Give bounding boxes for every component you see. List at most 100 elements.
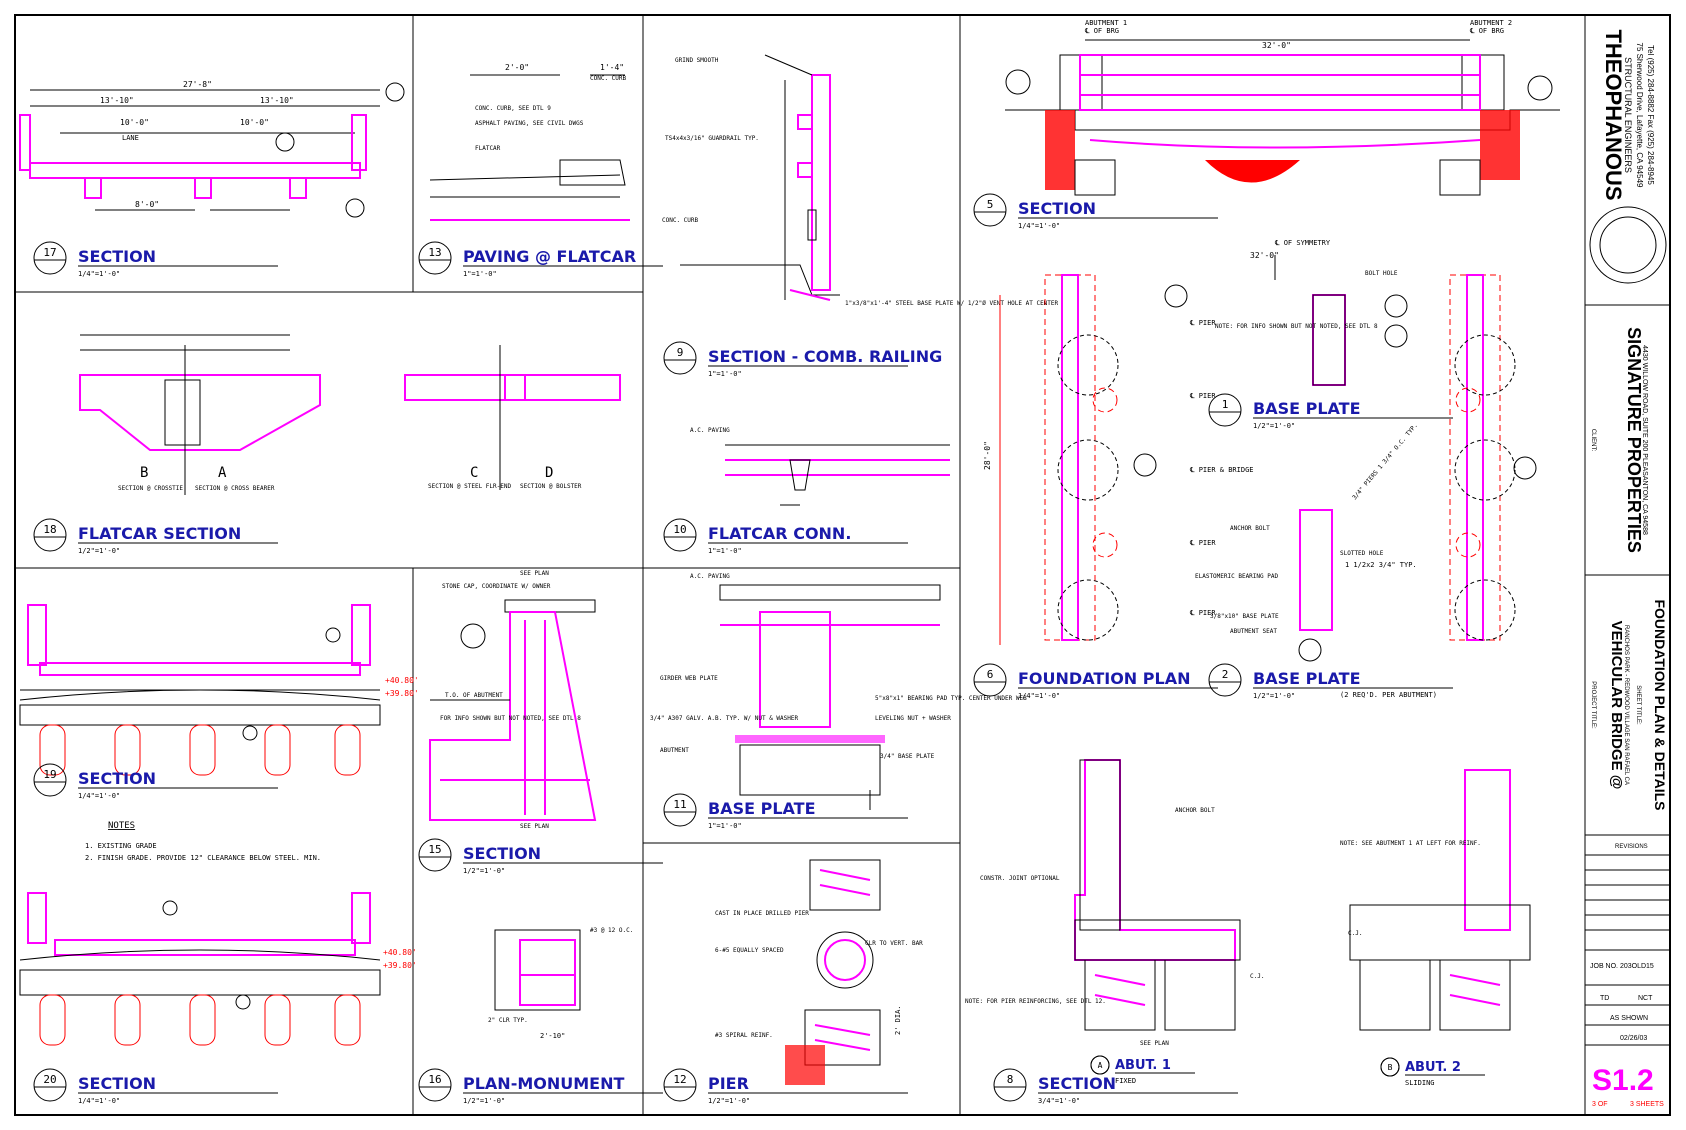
- d17-lane-width-2: 10'-0": [240, 118, 269, 127]
- project-subtitle: RANCHOS PARK - REDWOOD VILLAGE SAN RAFAE…: [1623, 625, 1629, 785]
- d13-note-3: FLATCAR: [475, 145, 501, 152]
- d5-cbrg-1: ℄ OF BRG: [1084, 27, 1119, 35]
- d10-note-ac: A.C. PAVING: [690, 427, 730, 434]
- detail-callout-20: [33, 1068, 67, 1102]
- detail-9-drawing: [680, 54, 840, 301]
- d8b-note: NOTE: SEE ABUTMENT 1 AT LEFT FOR REINF.: [1340, 840, 1481, 847]
- d6-symmetry: ℄ OF SYMMETRY: [1274, 239, 1331, 247]
- detail-callout-19: [33, 763, 67, 797]
- detail-17-drawing: [19, 82, 405, 218]
- detail-scale-15: 1/2"=1'-0": [463, 867, 505, 875]
- detail-number-A: A: [1098, 1061, 1103, 1070]
- detail-19-drawing: [19, 604, 381, 776]
- d2-note: (2 REQ'D. PER ABUTMENT): [1340, 691, 1437, 699]
- detail-number-19: 19: [43, 768, 56, 781]
- d15-info: FOR INFO SHOWN BUT NOT NOTED, SEE DTL 8: [440, 715, 581, 722]
- d2-slotted-hole: SLOTTED HOLE: [1340, 550, 1384, 557]
- detail-callout-8: [993, 1068, 1027, 1102]
- detail-scale-1: 1/2"=1'-0": [1253, 422, 1295, 430]
- d16-clr: 2" CLR TYP.: [488, 1017, 528, 1024]
- d6-span: 32'-0": [1250, 251, 1279, 260]
- d17-lane-width: 10'-0": [120, 118, 149, 127]
- panel-grid: [15, 15, 1670, 1115]
- d2-pad: ELASTOMERIC BEARING PAD: [1195, 573, 1278, 580]
- detail-callout-A: [1090, 1055, 1110, 1075]
- d11-abutment: ABUTMENT: [660, 747, 689, 754]
- detail-number-12: 12: [673, 1073, 686, 1086]
- detail-title-1: BASE PLATE: [1253, 399, 1361, 418]
- detail-scale-20: 1/4"=1'-0": [78, 1097, 120, 1105]
- d8b-cj: C.J.: [1348, 930, 1362, 937]
- d2-anchor-bolt: ANCHOR BOLT: [1230, 525, 1270, 532]
- d13-note-1: CONC. CURB, SEE DTL 9: [475, 105, 551, 112]
- d8-cj: C.J.: [1250, 973, 1264, 980]
- d1-bolt-hole: BOLT HOLE: [1365, 270, 1398, 277]
- d6-pier-4: ℄ PIER: [1189, 609, 1216, 617]
- d11-pad: 5"x8"x1" BEARING PAD TYP. CENTER UNDER W…: [875, 695, 1027, 702]
- detail-number-6: 6: [987, 668, 994, 681]
- d20-el-2: +39.80': [383, 961, 417, 970]
- client-name: SIGNATURE PROPERTIES: [1624, 327, 1644, 553]
- d13-curb-label: CONC. CURB: [590, 75, 627, 82]
- detail-6-drawing: [999, 255, 1537, 662]
- detail-callout-12: [663, 1068, 697, 1102]
- d11-web: GIRDER WEB PLATE: [660, 675, 718, 682]
- detail-12-drawing: [785, 859, 881, 1085]
- detail-number-5: 5: [987, 198, 994, 211]
- d5-abutment-2: ABUTMENT 2: [1470, 19, 1512, 27]
- d2-slot-size: 1 1/2x2 3/4" TYP.: [1345, 561, 1417, 569]
- detail-scale-13: 1"=1'-0": [463, 270, 497, 278]
- detail-scale-8: 3/4"=1'-0": [1038, 1097, 1080, 1105]
- detail-title-16: PLAN-MONUMENT: [463, 1074, 624, 1093]
- d8-anchor: ANCHOR BOLT: [1175, 807, 1215, 814]
- detail-11-drawing: [719, 584, 941, 810]
- detail-callout-B: [1380, 1057, 1400, 1077]
- detail-10-drawing: [725, 444, 950, 506]
- detail-5-drawing: [1005, 39, 1560, 196]
- title-block: THEOPHANOUS STRUCTURAL ENGINEERS 75 Sher…: [1585, 29, 1670, 1108]
- job-number: JOB NO. 203OLD15: [1590, 963, 1654, 970]
- detail-number-9: 9: [677, 346, 684, 359]
- detail-number-17: 17: [43, 246, 56, 259]
- checked-by: NCT: [1638, 995, 1653, 1002]
- d6-pier-3: ℄ PIER: [1189, 539, 1216, 547]
- detail-scale-11: 1"=1'-0": [708, 822, 742, 830]
- d9-note-grind: GRIND SMOOTH: [675, 57, 719, 64]
- detail-scale-17: 1/4"=1'-0": [78, 270, 120, 278]
- d13-width: 2'-0": [505, 63, 529, 72]
- detail-title-A: ABUT. 1: [1115, 1058, 1171, 1073]
- d2-plate: 3/8"x10" BASE PLATE: [1210, 613, 1279, 620]
- detail-callout-17: [33, 241, 67, 275]
- detail-title-13: PAVING @ FLATCAR: [463, 247, 636, 266]
- detail-number-20: 20: [43, 1073, 56, 1086]
- d9-note-curb: CONC. CURB: [662, 217, 699, 224]
- d13-curb-width: 1'-4": [600, 63, 624, 72]
- detail-title-10: FLATCAR CONN.: [708, 524, 851, 543]
- sheet-count: 3 SHEETS: [1630, 1101, 1664, 1108]
- d17-bay-dim: 8'-0": [135, 200, 159, 209]
- detail-15-drawing: [429, 599, 597, 821]
- d12-dia: 2' DIA.: [894, 1005, 902, 1035]
- sheet-border: [14, 14, 1671, 1116]
- d8-note: NOTE: FOR PIER REINFORCING, SEE DTL 12.: [965, 998, 1106, 1005]
- d11-baseplate: 3/4" BASE PLATE: [880, 753, 935, 760]
- d19-el-2: +39.80': [385, 689, 419, 698]
- d11-ac-paving: A.C. PAVING: [690, 573, 730, 580]
- d18-label-D: D: [545, 465, 553, 481]
- d9-note-guardrail: TS4x4x3/16" GUARDRAIL TYP.: [665, 135, 759, 142]
- d18-section-C: SECTION @ STEEL FLR-END: [428, 483, 511, 490]
- sheet-title: FOUNDATION PLAN & DETAILS: [1652, 599, 1668, 810]
- detail-number-16: 16: [428, 1073, 441, 1086]
- d18-label-A: A: [218, 465, 227, 481]
- d19-el-1: +40.80': [385, 676, 419, 685]
- detail-number-11: 11: [673, 798, 686, 811]
- d17-left-dim: 13'-10": [100, 96, 134, 105]
- detail-number-B: B: [1388, 1063, 1393, 1072]
- detail-callout-9: [663, 341, 697, 375]
- detail-scale-5: 1/4"=1'-0": [1018, 222, 1060, 230]
- firm-name: THEOPHANOUS: [1601, 29, 1626, 200]
- d18-label-B: B: [140, 465, 148, 481]
- revisions-label: REVISIONS: [1615, 844, 1648, 850]
- detail-number-15: 15: [428, 843, 441, 856]
